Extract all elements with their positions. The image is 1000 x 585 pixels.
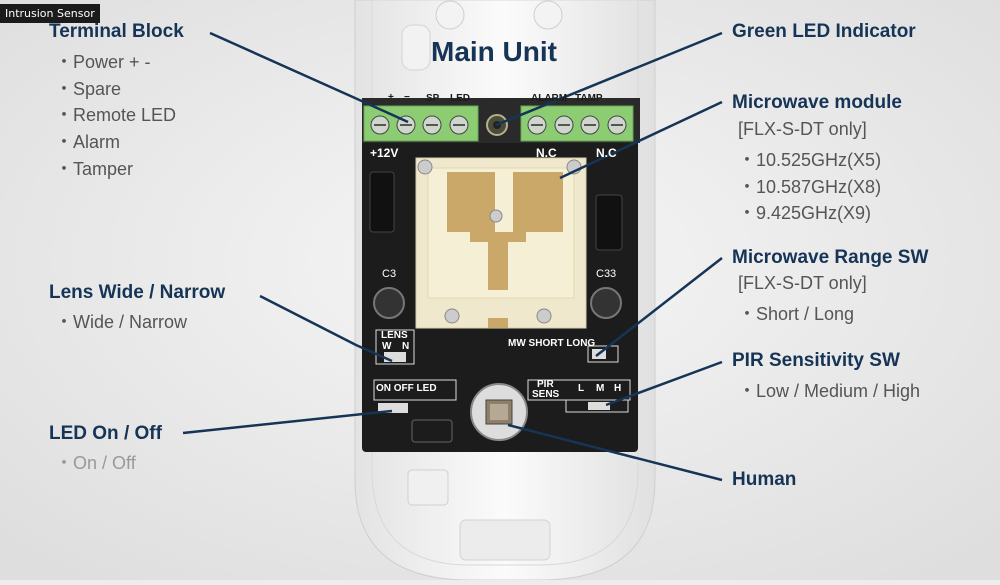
human-title: Human — [732, 469, 797, 490]
pir-l-label: L — [578, 383, 585, 394]
led-switch-label: ON OFF LED — [376, 383, 437, 394]
microwave-range-title: Microwave Range SW — [732, 247, 929, 268]
pir-switch-label-1: PIR — [537, 379, 554, 390]
lens-title: Lens Wide / Narrow — [49, 282, 226, 303]
nc1-label: N.C — [536, 146, 557, 160]
terminal-item: ・Tamper — [55, 159, 134, 179]
term-led-label: LED — [450, 93, 470, 104]
lens-w-label: W — [382, 341, 392, 352]
pir-m-label: M — [596, 383, 605, 394]
microwave-module-item: ・10.587GHz(X8) — [738, 177, 882, 197]
lens-item: ・Wide / Narrow — [55, 312, 188, 332]
led-onoff-item: ・On / Off — [55, 453, 136, 473]
pir-sensitivity-title: PIR Sensitivity SW — [732, 350, 900, 371]
terminal-block-title: Terminal Block — [49, 21, 184, 42]
term-alarm-label: ALARM — [531, 93, 568, 104]
circuit-board — [362, 98, 640, 452]
microwave-module-item: ・10.525GHz(X5) — [738, 150, 882, 170]
c33-label: C33 — [596, 268, 617, 280]
nc2-label: N.C — [596, 146, 617, 160]
c3-label: C3 — [382, 268, 397, 280]
lens-switch-label: LENS — [381, 330, 408, 341]
window-tag: Intrusion Sensor — [0, 4, 100, 23]
microwave-module-title: Microwave module — [732, 92, 902, 113]
microwave-module-item: [FLX-S-DT only] — [738, 119, 867, 139]
led-onoff-title: LED On / Off — [49, 423, 162, 444]
main-unit-title: Main Unit — [431, 36, 557, 67]
terminal-item: ・Power + - — [55, 52, 151, 72]
term-minus-label: − — [404, 92, 410, 103]
term-tamp-label: TAMP — [575, 93, 603, 104]
microwave-range-item: [FLX-S-DT only] — [738, 273, 867, 293]
pir-h-label: H — [614, 383, 622, 394]
v12-label: +12V — [370, 146, 399, 160]
term-plus-label: + — [388, 92, 394, 103]
microwave-module-item: ・9.425GHz(X9) — [738, 203, 872, 223]
terminal-item: ・Spare — [55, 79, 122, 99]
terminal-item: ・Alarm — [55, 132, 121, 152]
microwave-range-item: ・Short / Long — [738, 304, 855, 324]
leader-lines — [182, 31, 723, 482]
mw-switch-label: MW SHORT LONG — [508, 338, 596, 349]
lens-n-label: N — [402, 341, 410, 352]
terminal-item: ・Remote LED — [55, 105, 177, 125]
term-sp-label: SP — [426, 93, 440, 104]
pir-switch-label-2: SENS — [532, 389, 560, 400]
green-led-title: Green LED Indicator — [732, 21, 916, 42]
pir-sensitivity-item: ・Low / Medium / High — [738, 381, 921, 401]
